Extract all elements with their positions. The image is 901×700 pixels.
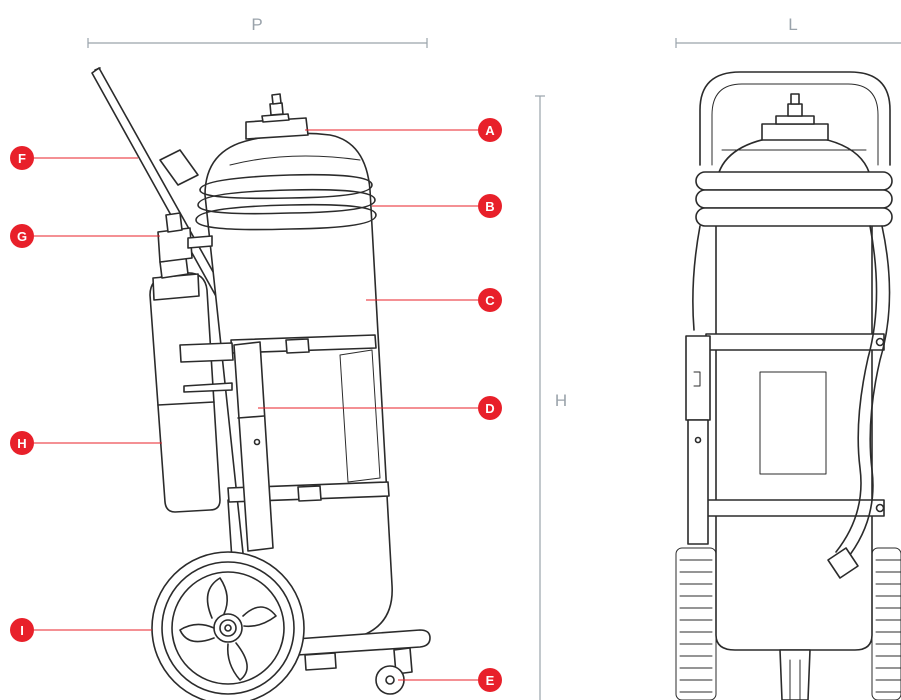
callout-b-letter: B bbox=[485, 199, 494, 214]
large-wheel bbox=[151, 551, 305, 700]
hose-coils bbox=[195, 173, 377, 231]
callout-g: G bbox=[10, 224, 34, 248]
callout-b-marker bbox=[478, 194, 502, 218]
callout-d-letter: D bbox=[485, 401, 494, 416]
callout-f: F bbox=[10, 146, 34, 170]
front-handle bbox=[699, 71, 891, 166]
callout-c-marker bbox=[478, 288, 502, 312]
caster-wheel bbox=[375, 647, 413, 695]
callout-a-marker bbox=[478, 118, 502, 142]
side-view bbox=[91, 67, 431, 700]
callout-h-marker bbox=[10, 431, 34, 455]
callout-c: C bbox=[478, 288, 502, 312]
callout-h: H bbox=[10, 431, 34, 455]
callout-e: E bbox=[478, 668, 502, 692]
callout-g-marker bbox=[10, 224, 34, 248]
front-top-valve bbox=[761, 93, 829, 141]
dimension-width bbox=[675, 38, 901, 48]
callout-h-letter: H bbox=[17, 436, 26, 451]
callout-a: A bbox=[478, 118, 502, 142]
top-valve bbox=[245, 93, 309, 140]
callout-i: I bbox=[10, 618, 34, 642]
base-frame bbox=[281, 629, 431, 671]
callout-f-marker bbox=[10, 146, 34, 170]
cartridge-valve bbox=[157, 212, 213, 279]
front-hose-coils bbox=[695, 171, 893, 227]
callout-b: B bbox=[478, 194, 502, 218]
front-view bbox=[675, 71, 901, 700]
callout-i-letter: I bbox=[20, 623, 24, 638]
callout-a-letter: A bbox=[485, 123, 495, 138]
depth-label: P bbox=[251, 15, 262, 34]
callout-g-letter: G bbox=[17, 229, 27, 244]
height-label: H bbox=[555, 391, 567, 410]
front-hose-hanging bbox=[827, 225, 891, 579]
callout-c-letter: C bbox=[485, 293, 495, 308]
nozzle-holder bbox=[233, 341, 274, 552]
callout-f-letter: F bbox=[18, 151, 26, 166]
dimension-height bbox=[535, 95, 545, 700]
front-caster bbox=[779, 649, 811, 700]
front-nozzle-holder bbox=[685, 225, 711, 545]
leader-lines bbox=[34, 129, 478, 681]
width-label: L bbox=[788, 15, 797, 34]
callout-d: D bbox=[478, 396, 502, 420]
dimension-depth bbox=[87, 38, 428, 48]
callout-e-letter: E bbox=[486, 673, 495, 688]
callout-d-marker bbox=[478, 396, 502, 420]
callout-i-marker bbox=[10, 618, 34, 642]
front-wheels bbox=[675, 547, 901, 700]
callout-e-marker bbox=[478, 668, 502, 692]
front-straps bbox=[705, 333, 885, 517]
